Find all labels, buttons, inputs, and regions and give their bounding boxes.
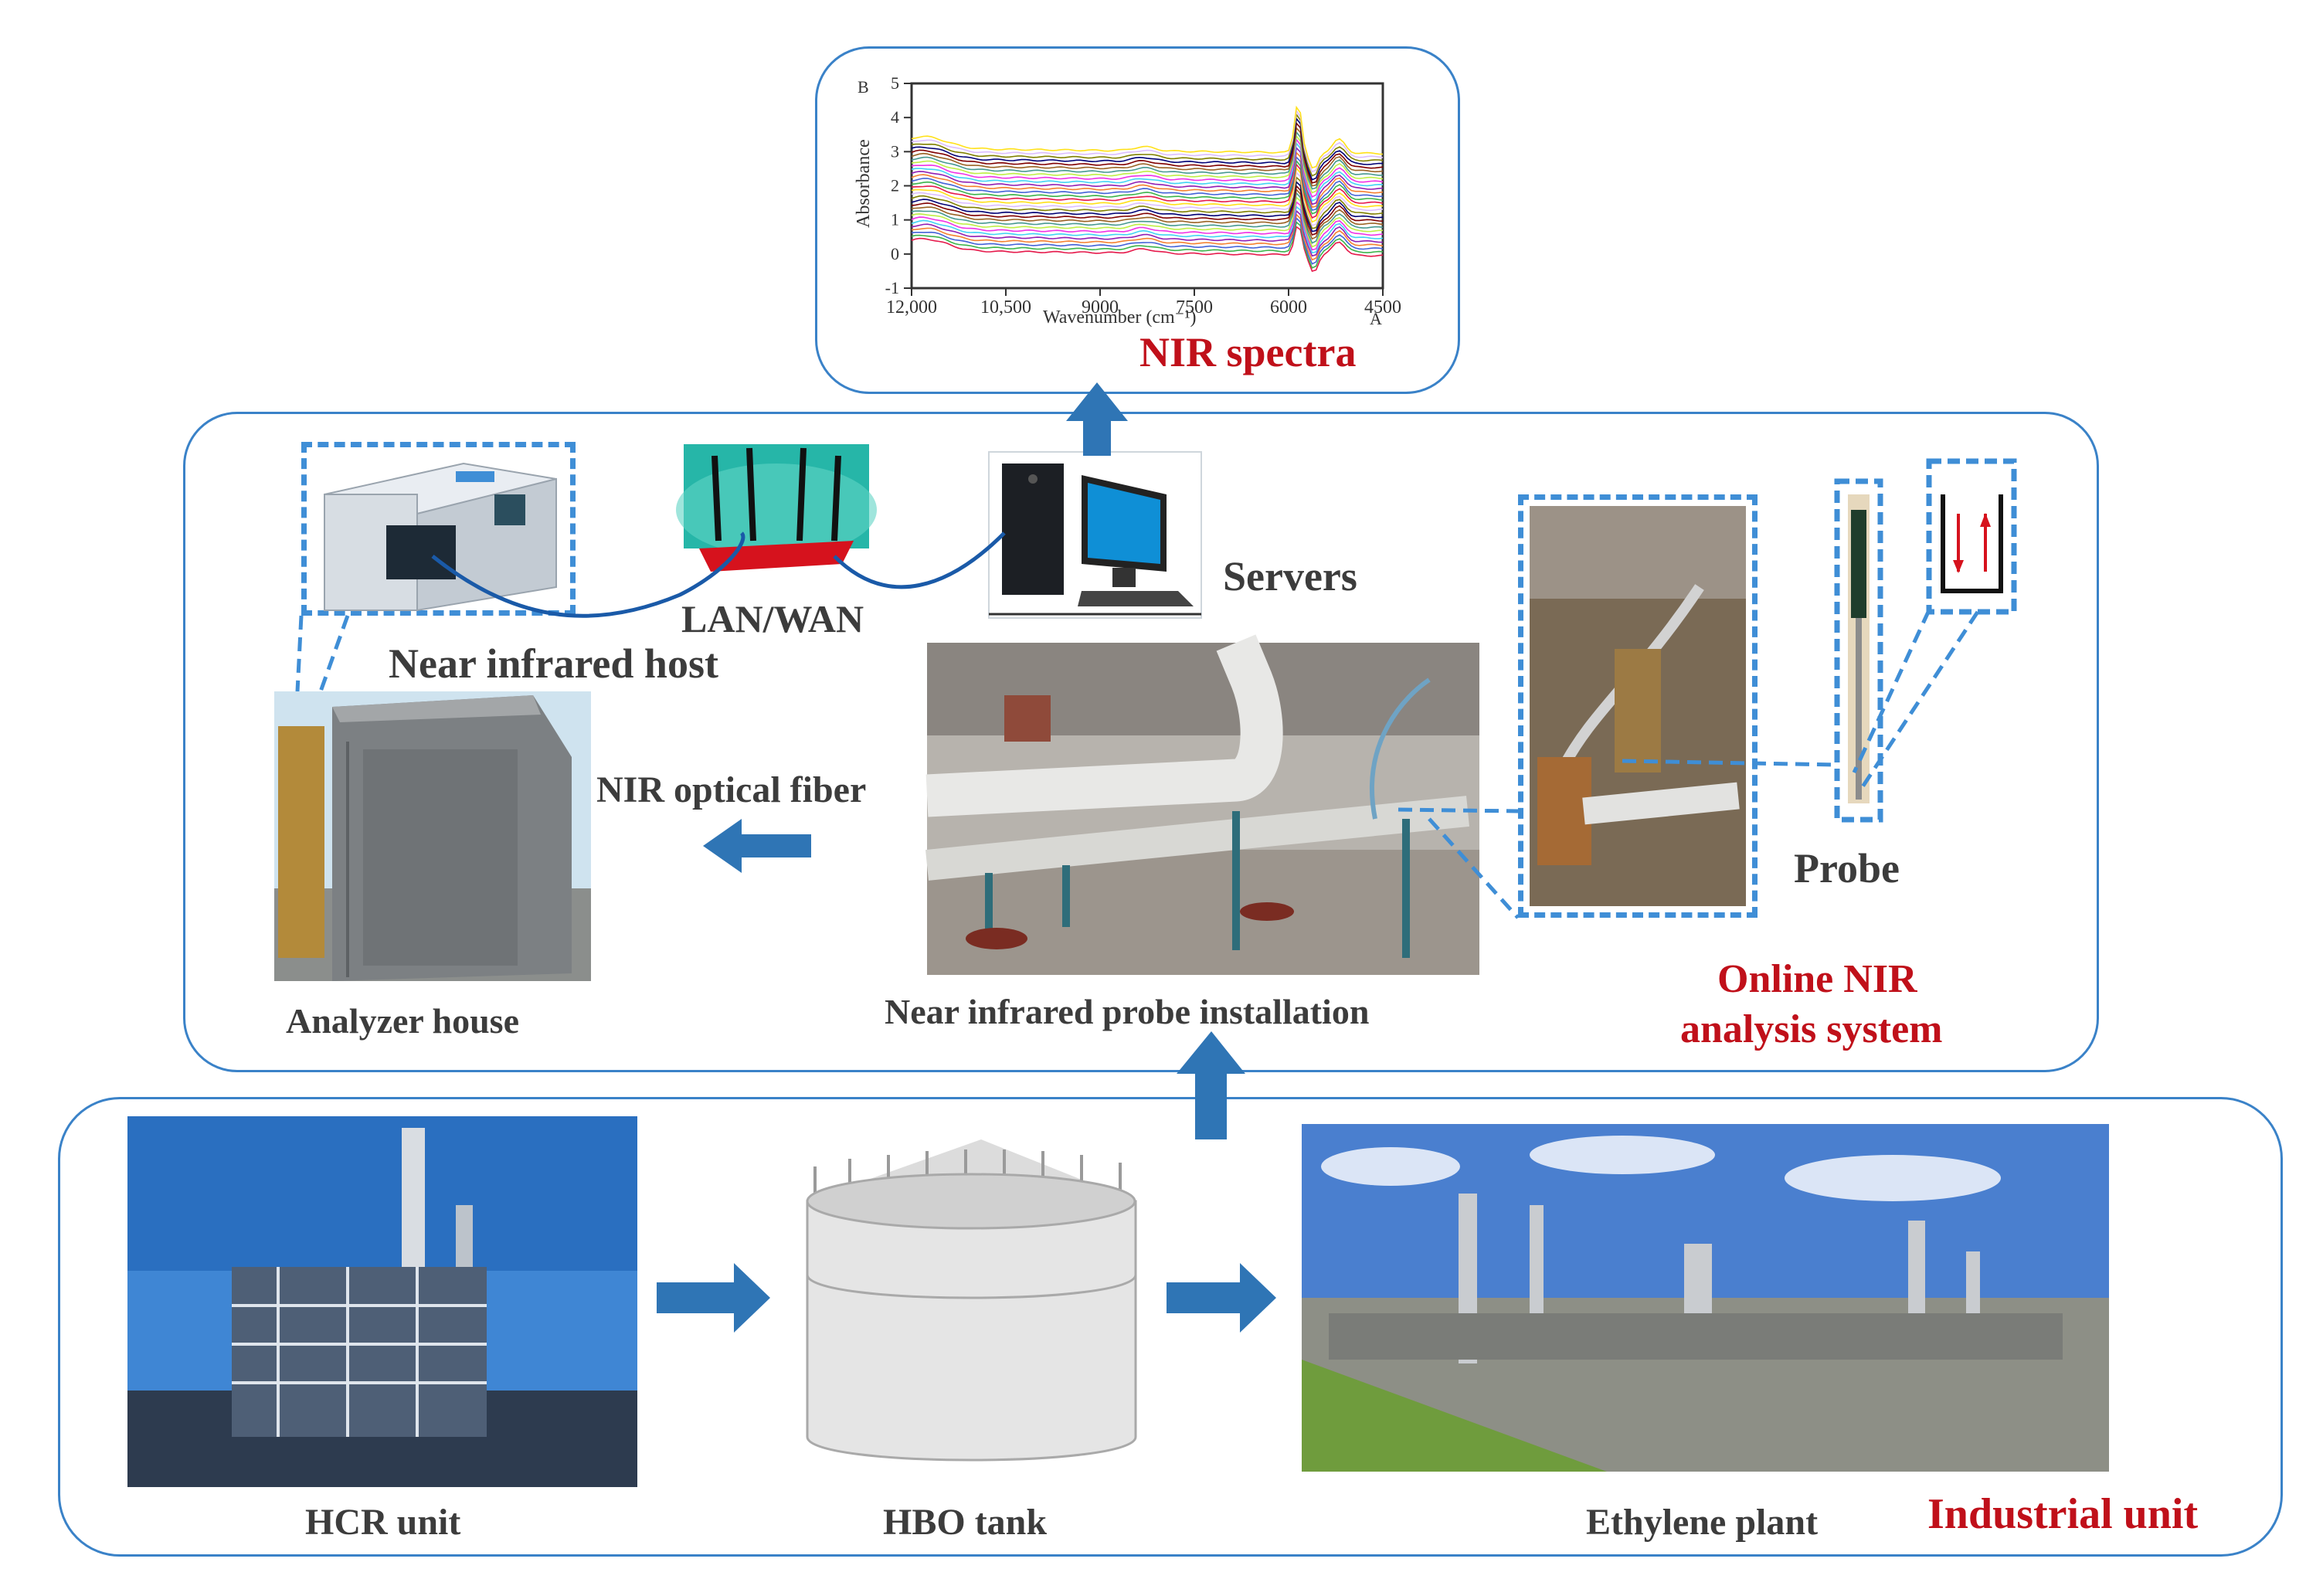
x-tick-label: 10,500 xyxy=(980,297,1031,318)
schematic-callout-2 xyxy=(1859,610,1980,790)
y-tick-label: 0 xyxy=(891,244,899,263)
spectrum-line xyxy=(911,213,1384,261)
y-tick-group: -1 0 1 2 3 4 5 xyxy=(885,73,912,297)
spectrum-line xyxy=(911,185,1384,236)
y-tick-label: -1 xyxy=(885,278,899,297)
schematic-callout-1 xyxy=(1852,609,1931,774)
spectrum-line xyxy=(911,151,1384,209)
probe-installation-label: Near infrared probe installation xyxy=(885,992,1370,1031)
nir-optical-fiber-label: NIR optical fiber xyxy=(596,769,867,810)
spectrum-line xyxy=(911,209,1384,257)
nir-host-dashed-box xyxy=(301,442,576,616)
analyzer-house-icon xyxy=(274,691,591,981)
left-arrow-fiber-icon xyxy=(703,819,811,873)
probe-callout-1 xyxy=(1622,759,1838,767)
chart-ylabel: Absorbance xyxy=(854,139,874,228)
spectrum-line xyxy=(911,188,1384,240)
servers-label: Servers xyxy=(1223,553,1357,599)
lan-wan-label: LAN/WAN xyxy=(681,597,864,640)
spectrum-line xyxy=(911,141,1384,202)
host-callout-line-2 xyxy=(318,615,350,692)
up-arrow-to-probe-icon xyxy=(1177,1031,1245,1139)
x-tick-label: 6000 xyxy=(1270,297,1307,318)
online-system-title-line1: Online NIR xyxy=(1717,957,1917,1001)
spectrum-line xyxy=(911,205,1384,254)
flow-schematic-icon xyxy=(1926,458,2017,615)
y-tick-label: 2 xyxy=(891,176,899,195)
cable-router-server xyxy=(833,531,1006,589)
hcr-unit-label: HCR unit xyxy=(305,1502,461,1543)
online-system-panel xyxy=(183,412,2099,1072)
ethylene-plant-icon xyxy=(1302,1124,2109,1472)
spectrum-line xyxy=(911,176,1384,229)
x-tick-label: 12,000 xyxy=(886,297,937,318)
spectrum-line xyxy=(911,131,1384,190)
spectrum-line xyxy=(911,121,1384,184)
spectrum-line xyxy=(911,162,1384,219)
spectrum-line xyxy=(911,126,1384,187)
nir-spectra-label: NIR spectra xyxy=(1139,329,1357,375)
up-arrow-to-spectra-icon xyxy=(1066,382,1128,456)
hcr-unit-icon xyxy=(127,1116,637,1487)
ethylene-plant-label: Ethylene plant xyxy=(1586,1502,1819,1543)
spectra-series-group xyxy=(911,105,1384,272)
right-arrow-hcr-tank-icon xyxy=(657,1263,770,1333)
chart-note-mark: A xyxy=(1370,309,1382,328)
spectrum-line xyxy=(911,201,1384,251)
online-system-title-line2: analysis system xyxy=(1680,1007,1943,1051)
closeup-photo xyxy=(1530,506,1746,906)
spectrum-line xyxy=(911,134,1384,194)
y-tick-label: 3 xyxy=(891,141,899,161)
hbo-tank-icon xyxy=(806,1139,1137,1462)
spectrum-line xyxy=(911,216,1384,265)
industrial-unit-panel xyxy=(58,1097,2283,1557)
server-computer-icon xyxy=(988,451,1202,619)
spectrum-line xyxy=(911,109,1384,173)
spectrum-line xyxy=(911,226,1384,272)
spectrum-line xyxy=(911,105,1384,169)
y-tick-label: 1 xyxy=(891,210,899,229)
right-arrow-tank-plant-icon xyxy=(1167,1263,1276,1333)
probe-label: Probe xyxy=(1794,845,1900,891)
spectrum-line xyxy=(911,138,1384,199)
spectrum-line xyxy=(911,171,1384,226)
spectrum-line xyxy=(911,113,1384,177)
industrial-unit-label: Industrial unit xyxy=(1927,1490,2199,1538)
probe-icon xyxy=(1834,478,1883,823)
pipeline-probe-icon xyxy=(925,634,1479,975)
spectrum-line xyxy=(911,146,1384,205)
spectrum-line xyxy=(911,221,1384,269)
closeup-callout-2 xyxy=(1428,817,1520,919)
y-tick-label: 5 xyxy=(891,73,899,93)
x-tick-group: 12,000 10,500 9000 7500 6000 4500 xyxy=(886,288,1401,318)
spectrum-line xyxy=(911,117,1384,181)
closeup-dashed-box xyxy=(1518,494,1758,918)
spectrum-line xyxy=(911,166,1384,223)
closeup-callout-1 xyxy=(1398,807,1519,813)
chart-panel-letter: B xyxy=(858,77,869,97)
hbo-tank-label: HBO tank xyxy=(883,1502,1048,1543)
nir-host-icon xyxy=(324,462,557,612)
y-tick-label: 4 xyxy=(891,107,899,127)
x-tick-label: 7500 xyxy=(1176,297,1213,318)
x-tick-label: 9000 xyxy=(1082,297,1119,318)
spectrum-line xyxy=(911,195,1383,248)
host-callout-line-1 xyxy=(295,615,304,692)
nir-spectra-panel xyxy=(815,46,1460,394)
spectrum-line xyxy=(911,192,1384,244)
spectrum-line xyxy=(911,159,1384,215)
analyzer-house-label: Analyzer house xyxy=(286,1001,519,1041)
spectrum-line xyxy=(911,180,1384,233)
near-infrared-host-label: Near infrared host xyxy=(389,640,718,687)
fiber-cable-host-router xyxy=(431,531,745,618)
spectrum-line xyxy=(911,155,1384,212)
chart-xlabel: Wavenumber (cm⁻¹) xyxy=(1043,307,1197,328)
x-tick-label: 4500 xyxy=(1364,297,1401,318)
